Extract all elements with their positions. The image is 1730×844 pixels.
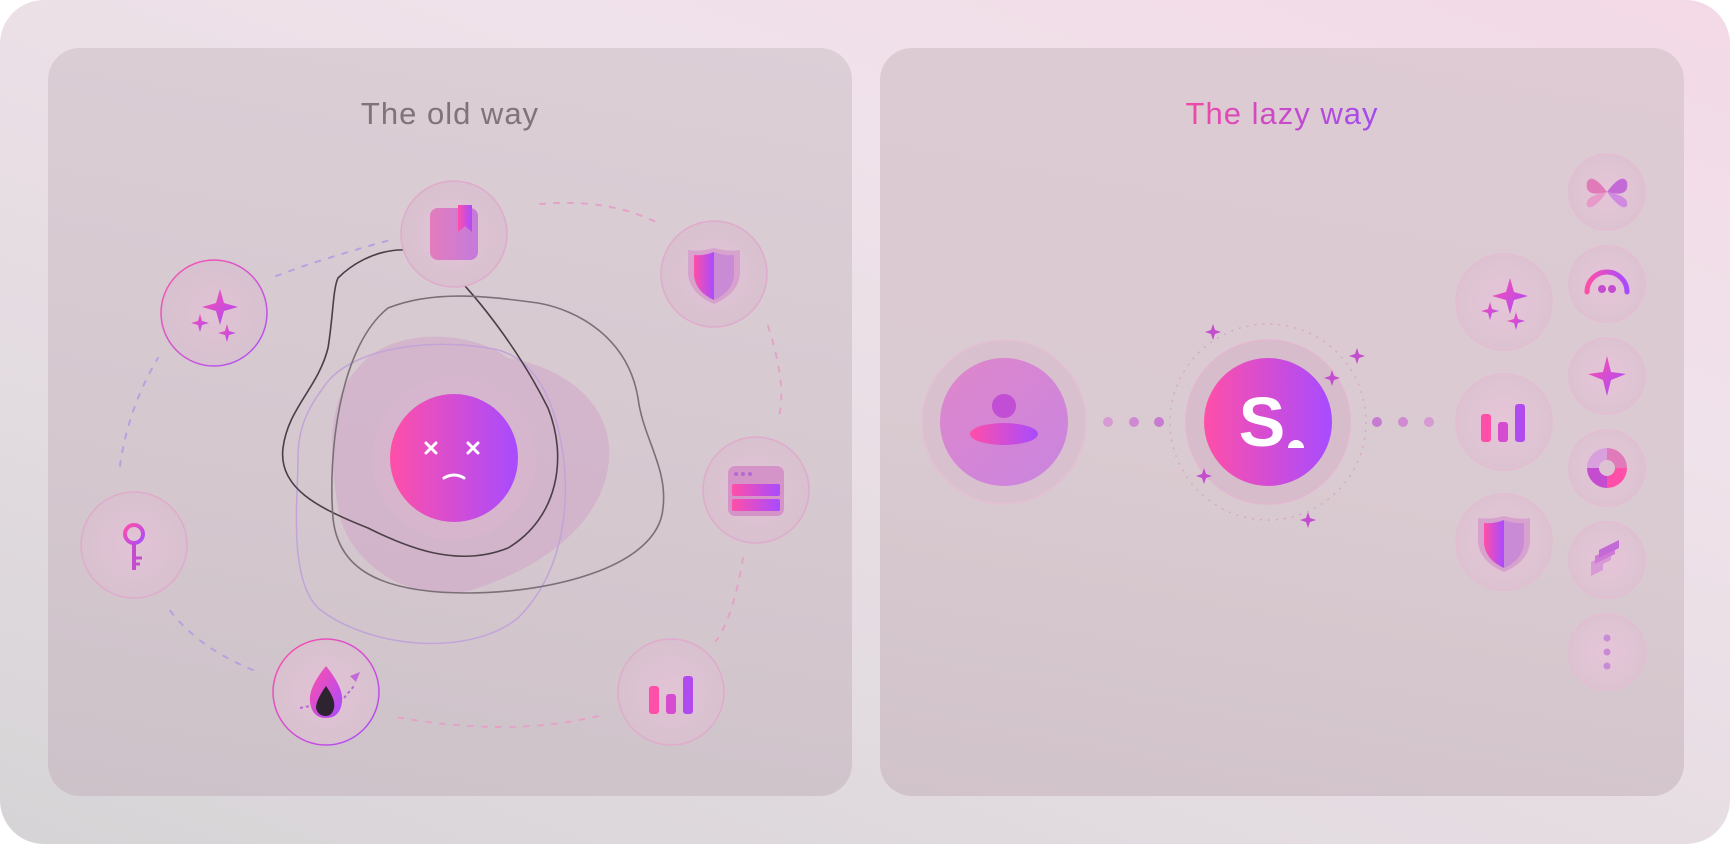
user-icon: [921, 339, 1087, 505]
logo-letter: S: [1239, 383, 1286, 461]
connector-dots-right: [1372, 417, 1434, 427]
connector-dots-left: [1103, 417, 1164, 427]
sparkles-icon: [160, 259, 268, 367]
book-icon: [400, 180, 508, 288]
key-icon: [80, 491, 188, 599]
lazy-way-title: The lazy way: [1185, 96, 1379, 131]
browser-window-icon: [702, 436, 810, 544]
spark-icon: [1568, 337, 1646, 415]
butterfly-icon: [1568, 153, 1646, 231]
gauge-icon: [1568, 245, 1646, 323]
lazy-way-diagram: S: [921, 153, 1646, 691]
pie-chart-icon: [1568, 429, 1646, 507]
bar-chart-icon: [617, 638, 725, 746]
logo-badge: S: [1169, 323, 1367, 528]
flame-icon: [272, 638, 380, 746]
more-dots-icon: [1568, 613, 1646, 691]
old-way-diagram: [80, 180, 810, 746]
dizzy-face-icon: [372, 376, 536, 540]
stack-icon: [1568, 521, 1646, 599]
dashed-connectors: [119, 201, 783, 728]
feature-bar-chart-icon: [1455, 373, 1553, 471]
old-way-title: The old way: [360, 96, 540, 131]
lazy-way-panel: The lazy way: [880, 48, 1684, 796]
feature-sparkles-icon: [1455, 253, 1553, 351]
feature-shield-icon: [1455, 493, 1553, 591]
shield-icon: [660, 220, 768, 328]
old-way-panel: The old way: [48, 48, 852, 796]
